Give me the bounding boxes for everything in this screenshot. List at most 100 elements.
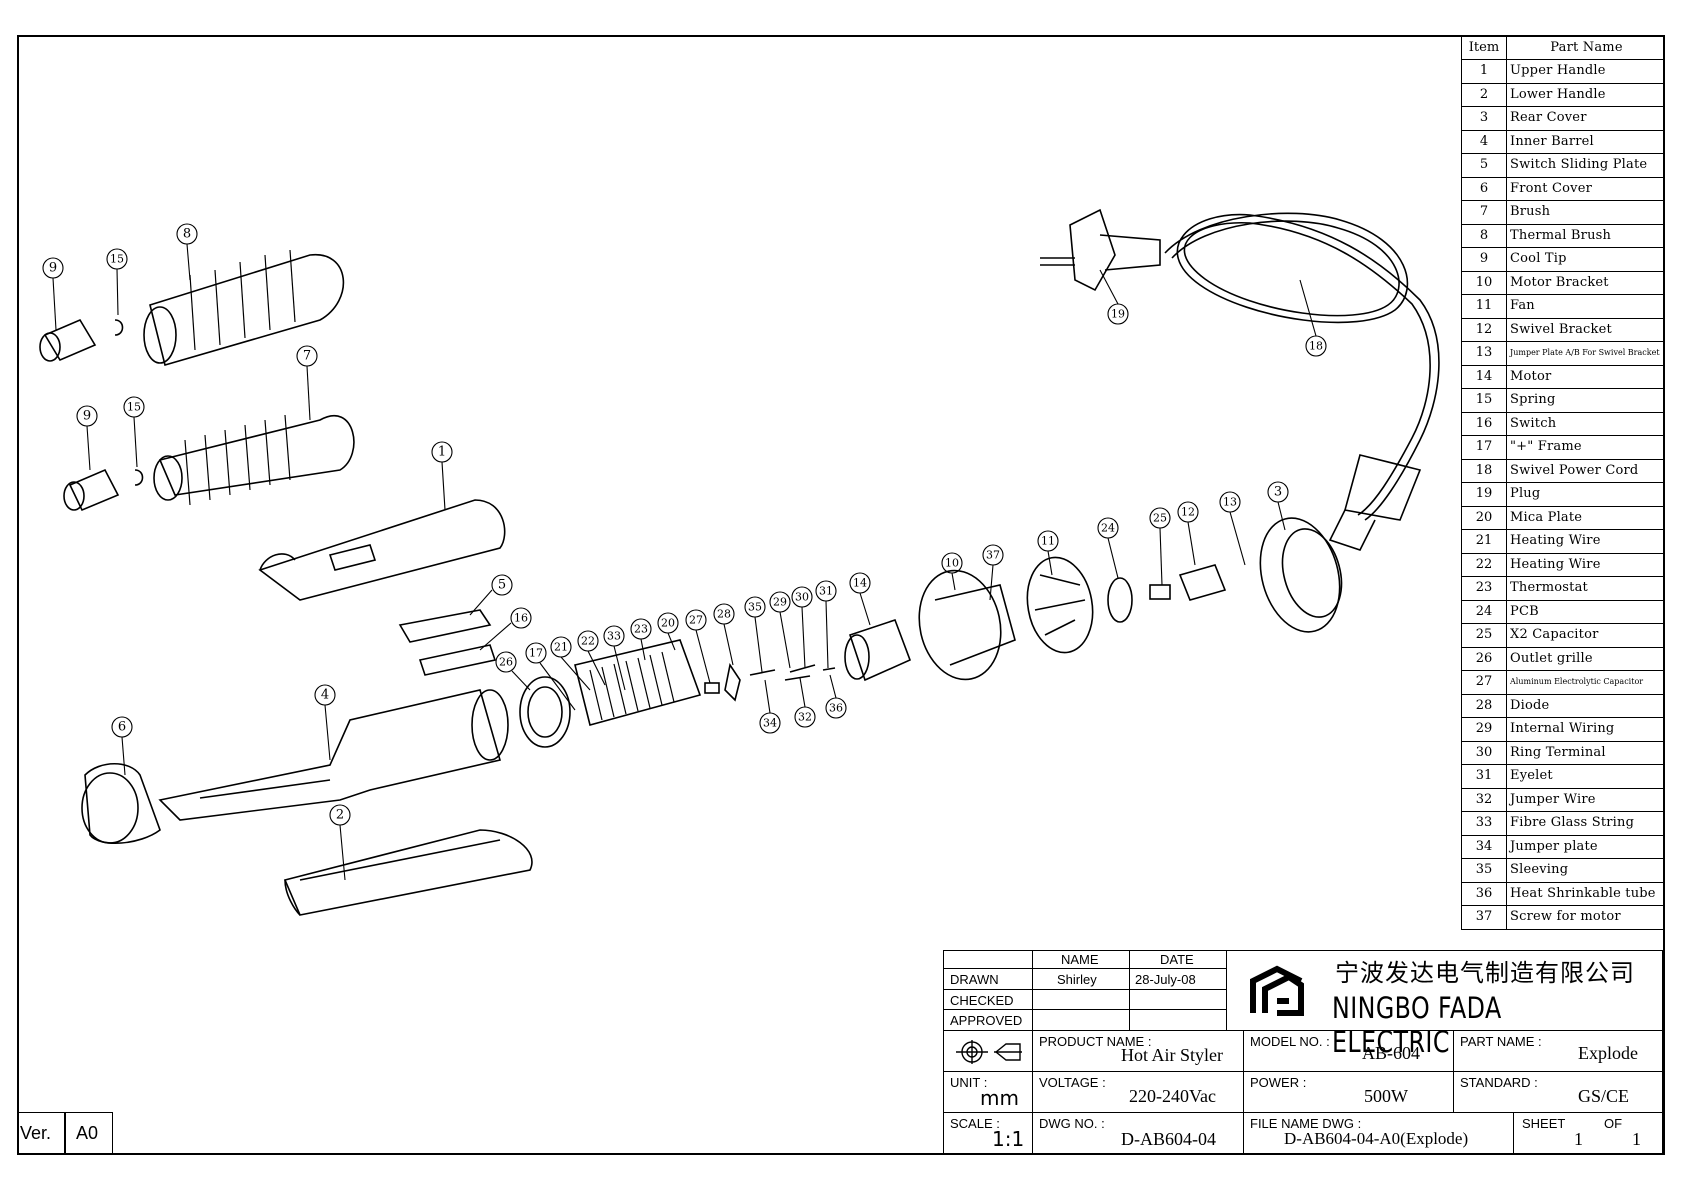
callout-3 bbox=[1267, 481, 1289, 531]
item-number: 4 bbox=[1461, 130, 1507, 154]
version-value: A0 bbox=[76, 1123, 99, 1143]
part-name: Diode bbox=[1506, 694, 1663, 718]
part-name: Fan bbox=[1506, 294, 1663, 319]
part-name-header: Part Name bbox=[1506, 37, 1663, 60]
item-number: 14 bbox=[1461, 365, 1507, 389]
power-value: 500W bbox=[1364, 1086, 1408, 1106]
callout-16 bbox=[479, 607, 532, 651]
part-name: Spring bbox=[1506, 388, 1663, 413]
callout-label-36: 36 bbox=[829, 702, 843, 715]
unit-label: UNIT : bbox=[950, 1075, 988, 1090]
callout-label-18: 18 bbox=[1309, 340, 1323, 353]
callout-label-14: 14 bbox=[853, 577, 867, 590]
callout-10 bbox=[941, 552, 963, 591]
version-label: Ver. bbox=[20, 1123, 52, 1143]
callout-19 bbox=[1099, 269, 1129, 325]
item-number: 25 bbox=[1461, 623, 1507, 648]
parts-list-header: Item Part Name bbox=[1461, 37, 1663, 60]
tb-checked-name bbox=[1033, 990, 1130, 1010]
item-number: 17 bbox=[1461, 435, 1507, 460]
title-block: NAME DATE DRAWN Shirley 28-July-08 CHECK… bbox=[943, 950, 1663, 1155]
item-number: 2 bbox=[1461, 83, 1507, 107]
callout-28 bbox=[713, 603, 735, 666]
standard-cell: STANDARD : GS/CE bbox=[1454, 1072, 1662, 1113]
callout-label-13: 13 bbox=[1223, 496, 1237, 509]
callout-6 bbox=[111, 716, 133, 776]
callout-27 bbox=[685, 609, 711, 684]
file-name-value: D-AB604-04-A0(Explode) bbox=[1284, 1129, 1469, 1148]
company-name-english: NINGBO FADA ELECTRIC bbox=[1332, 991, 1502, 1059]
callout-7 bbox=[296, 345, 318, 421]
item-number: 34 bbox=[1461, 835, 1507, 859]
callout-22 bbox=[577, 630, 606, 686]
part-name: Jumper plate bbox=[1506, 835, 1663, 859]
callout-label-11: 11 bbox=[1041, 535, 1055, 548]
standard-value: GS/CE bbox=[1578, 1086, 1630, 1106]
callout-37 bbox=[982, 544, 1004, 601]
callout-label-24: 24 bbox=[1101, 522, 1115, 535]
callout-30 bbox=[791, 586, 813, 669]
standard-label: STANDARD : bbox=[1460, 1075, 1538, 1090]
company-block: 宁波发达电气制造有限公司 NINGBO FADA ELECTRIC bbox=[1227, 951, 1662, 1059]
product-name-value: Hot Air Styler bbox=[1121, 1045, 1223, 1065]
callout-label-19: 19 bbox=[1111, 308, 1125, 321]
callout-24 bbox=[1097, 517, 1119, 579]
callout-11 bbox=[1037, 530, 1059, 576]
item-number: 7 bbox=[1461, 200, 1507, 225]
part-name: Eyelet bbox=[1506, 764, 1663, 789]
callout-35 bbox=[744, 596, 766, 673]
tb-drawn-label: DRAWN bbox=[944, 969, 1033, 990]
part-name: Thermostat bbox=[1506, 576, 1663, 601]
tb-name-header: NAME bbox=[1033, 951, 1130, 969]
callout-label-16: 16 bbox=[514, 612, 528, 625]
tb-checked-label: CHECKED bbox=[944, 990, 1033, 1010]
item-number: 24 bbox=[1461, 600, 1507, 624]
file-name-cell: FILE NAME DWG : D-AB604-04-A0(Explode) bbox=[1244, 1113, 1514, 1154]
scale-cell: SCALE : 1:1 bbox=[944, 1113, 1033, 1154]
callout-26 bbox=[495, 651, 531, 691]
callout-23 bbox=[630, 618, 652, 661]
item-number: 36 bbox=[1461, 882, 1507, 906]
callout-36 bbox=[825, 674, 847, 719]
callout-label-31: 31 bbox=[819, 585, 833, 598]
item-number: 22 bbox=[1461, 553, 1507, 577]
dwg-no-label: DWG NO. : bbox=[1039, 1116, 1105, 1131]
tb-drawn-date: 28-July-08 bbox=[1130, 969, 1227, 990]
callout-label-26: 26 bbox=[499, 656, 513, 669]
model-no-value: AB-604 bbox=[1362, 1043, 1420, 1063]
callout-15a bbox=[106, 248, 128, 316]
callout-9b bbox=[76, 405, 98, 471]
part-name: Swivel Power Cord bbox=[1506, 459, 1663, 483]
part-name: Plug bbox=[1506, 482, 1663, 507]
callout-label-15b: 15 bbox=[127, 401, 141, 414]
part-name: Swivel Bracket bbox=[1506, 318, 1663, 342]
part-name: Switch Sliding Plate bbox=[1506, 153, 1663, 178]
callout-label-37: 37 bbox=[986, 549, 1000, 562]
callout-15b bbox=[123, 396, 145, 468]
part-name: Motor Bracket bbox=[1506, 271, 1663, 295]
item-number: 13 bbox=[1461, 341, 1507, 366]
callout-label-3: 3 bbox=[1274, 485, 1282, 500]
tb-corner bbox=[944, 951, 1033, 969]
callout-label-22: 22 bbox=[581, 635, 595, 648]
callout-5 bbox=[469, 574, 513, 616]
callout-label-23: 23 bbox=[634, 623, 648, 636]
part-name-value: Explode bbox=[1578, 1043, 1638, 1063]
callout-20 bbox=[657, 612, 679, 651]
callout-17 bbox=[525, 642, 576, 711]
callout-33 bbox=[603, 625, 626, 691]
callout-label-32: 32 bbox=[798, 711, 812, 724]
callout-label-17: 17 bbox=[529, 647, 543, 660]
